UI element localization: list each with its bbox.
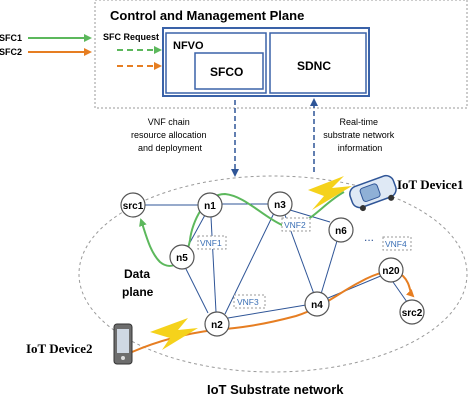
vnf2-label: VNF2 xyxy=(284,220,306,230)
node-n3 xyxy=(267,191,293,217)
sfco-box xyxy=(194,52,264,90)
vnf4-box xyxy=(382,236,412,251)
node-n2 xyxy=(204,311,230,337)
node-n4-label: n4 xyxy=(311,300,323,311)
vnf-chain-line-1: VNF chain xyxy=(148,117,190,127)
link-n20-src2 xyxy=(392,281,408,303)
node-n5 xyxy=(169,244,195,270)
link-n6-n4 xyxy=(320,240,338,295)
network-links xyxy=(145,203,408,319)
vnf4-label: VNF4 xyxy=(385,239,407,249)
vnf3-box xyxy=(233,294,266,309)
sdnc-box xyxy=(269,32,367,94)
node-src2 xyxy=(399,299,425,325)
realtime-line-1: Real-time xyxy=(339,117,378,127)
sdnc-label: SDNC xyxy=(297,59,331,73)
node-n1-label: n1 xyxy=(204,201,216,212)
node-n5-label: n5 xyxy=(176,253,188,264)
control-plane-title: Control and Management Plane xyxy=(110,8,304,23)
iot-device1-label: IoT Device1 xyxy=(397,177,464,192)
vnf-chain-line-3: and deployment xyxy=(138,143,203,153)
vnf2-box xyxy=(281,217,311,232)
link-n3-n2 xyxy=(224,212,275,315)
realtime-line-3: information xyxy=(338,143,383,153)
node-n3-label: n3 xyxy=(274,200,286,211)
link-n2-n4 xyxy=(227,304,307,319)
vnf-labels: VNF1 VNF2 VNF3 VNF4 xyxy=(197,217,412,309)
car-icon xyxy=(349,174,397,212)
vnf3-label: VNF3 xyxy=(237,297,259,307)
node-n6-label: n6 xyxy=(335,226,347,237)
node-n6 xyxy=(328,217,354,243)
realtime-annotation: Real-time substrate network information xyxy=(323,117,397,153)
network-nodes: src1 n1 n3 n5 n6 n20 n2 n4 src2 xyxy=(120,191,425,337)
link-n4-n20 xyxy=(327,274,384,299)
node-src2-label: src2 xyxy=(402,308,423,319)
node-src1 xyxy=(120,192,146,218)
iot-device2-label: IoT Device2 xyxy=(26,341,93,356)
vnf-chain-line-2: resource allocation xyxy=(131,130,207,140)
realtime-line-2: substrate network xyxy=(323,130,395,140)
link-n5-n2 xyxy=(184,266,209,314)
data-plane-ellipse xyxy=(78,175,468,373)
lightning-bolt-icon-1 xyxy=(308,176,352,210)
lightning-bolt-icon-2 xyxy=(150,318,198,350)
phone-icon xyxy=(113,323,133,365)
legend-sfc1-label: SFC1 xyxy=(0,33,22,43)
link-n1-n2 xyxy=(210,216,217,313)
node-src1-label: src1 xyxy=(123,201,144,212)
data-plane-line-1: Data xyxy=(124,267,150,281)
more-nodes-ellipsis: ... xyxy=(364,230,374,244)
sfco-label: SFCO xyxy=(210,65,243,79)
control-plane-box xyxy=(94,0,468,109)
data-plane-line-2: plane xyxy=(122,285,154,299)
sfc-request-label: SFC Request xyxy=(103,32,159,42)
node-n1 xyxy=(197,192,223,218)
link-n3-n6 xyxy=(289,209,331,223)
node-n20-label: n20 xyxy=(382,266,400,277)
node-n2-label: n2 xyxy=(211,320,223,331)
vnf1-label: VNF1 xyxy=(200,238,222,248)
data-plane-label: Data plane xyxy=(122,267,154,299)
vnf-chain-annotation: VNF chain resource allocation and deploy… xyxy=(131,117,209,153)
legend-sfc2-label: SFC2 xyxy=(0,47,22,57)
node-n20 xyxy=(378,257,404,283)
node-n4 xyxy=(304,291,330,317)
outer-control-box xyxy=(162,27,370,97)
nfvo-box xyxy=(165,32,267,94)
vnf1-box xyxy=(197,235,227,250)
substrate-network-label: IoT Substrate network xyxy=(207,382,344,397)
nfvo-label: NFVO xyxy=(173,40,204,52)
